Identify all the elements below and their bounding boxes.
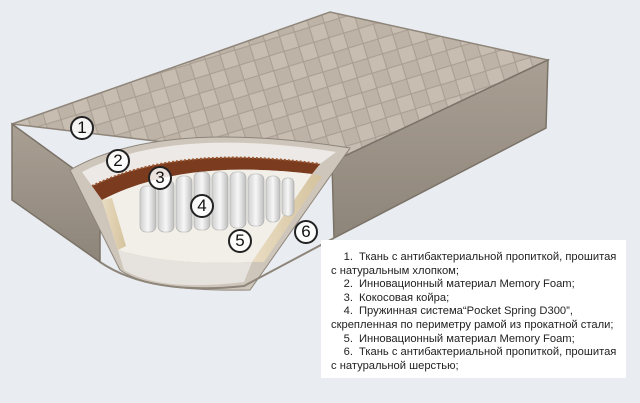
marker-1: 1 — [70, 116, 94, 140]
legend-text: Кокосовая койра; — [359, 291, 450, 304]
mattress-side-right — [331, 58, 549, 240]
legend-number: 2. — [343, 278, 353, 291]
legend-number: 3. — [343, 291, 353, 304]
legend-text: Инновационный материал Memory Foam; — [359, 332, 575, 345]
legend-number: 5. — [343, 332, 353, 345]
legend-item: 3. Кокосовая койра; — [331, 292, 618, 306]
foam-layer-bottom — [118, 250, 252, 286]
legend-number: 6. — [343, 346, 353, 359]
coir-layer — [92, 157, 320, 200]
legend-number: 4. — [343, 305, 353, 318]
legend-list: 1.Ткань с антибактериальной пропиткой, п… — [331, 251, 618, 373]
legend-item: 2. Инновационный материал Memory Foam; — [331, 278, 618, 292]
legend-item: 4.Пружинная система“Pocket Spring D300”,… — [331, 305, 618, 332]
marker-6: 6 — [294, 220, 318, 244]
legend-item: 6.Ткань с антибактериальной пропиткой, п… — [331, 346, 618, 373]
legend-item: 1.Ткань с антибактериальной пропиткой, п… — [331, 251, 618, 278]
legend-text: Инновационный материал Memory Foam; — [359, 278, 575, 291]
marker-5: 5 — [228, 229, 252, 253]
legend-item: 5. Инновационный материал Memory Foam; — [331, 333, 618, 347]
legend-text: Ткань с антибактериальной пропиткой, про… — [331, 346, 617, 372]
frame-right — [252, 174, 322, 262]
marker-3: 3 — [148, 166, 172, 190]
layers-legend: 1.Ткань с антибактериальной пропиткой, п… — [321, 240, 626, 378]
frame-left — [102, 198, 126, 250]
foam-layer-top — [82, 142, 336, 186]
legend-text: Пружинная система“Pocket Spring D300”, с… — [331, 305, 614, 331]
marker-4: 4 — [190, 194, 214, 218]
marker-2: 2 — [106, 149, 130, 173]
legend-text: Ткань с антибактериальной пропиткой, про… — [331, 251, 617, 277]
legend-number: 1. — [343, 251, 353, 263]
